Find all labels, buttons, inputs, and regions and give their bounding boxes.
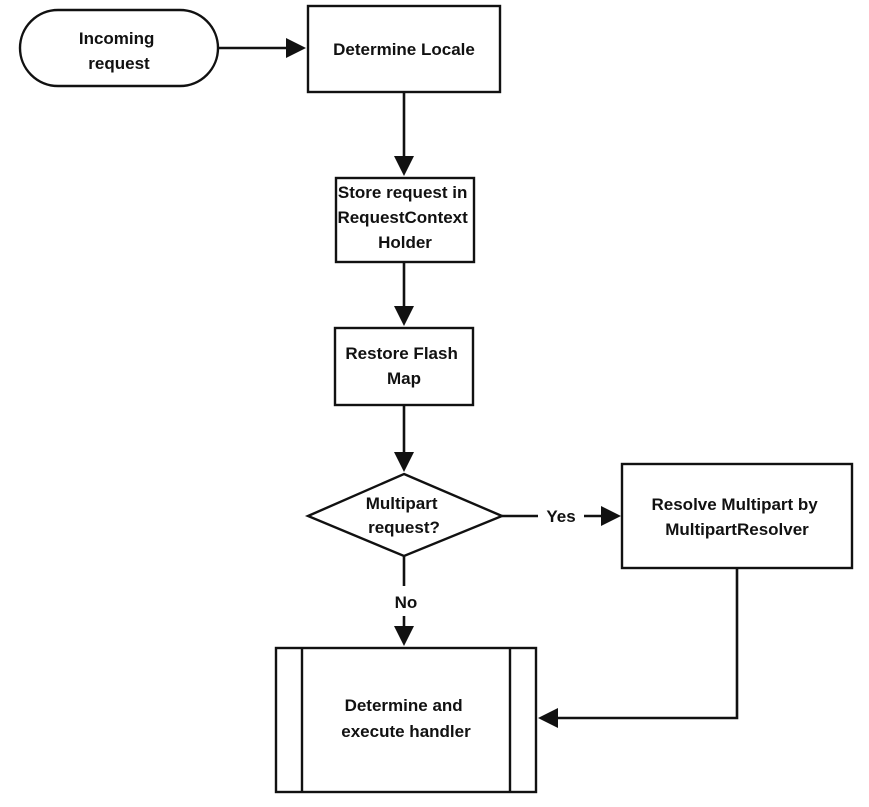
node-locale-line-1: Determine Locale	[333, 40, 475, 59]
node-store-line-3: Holder	[378, 233, 432, 252]
svg-text:Restore Flash Map: Restore Flash Map	[345, 344, 462, 388]
svg-text:Multipart request?: Multipart request?	[366, 494, 443, 537]
node-handler-line-1: Determine and	[345, 696, 463, 715]
edge-store-to-flashmap	[394, 262, 414, 326]
node-resolve-multipart: Resolve Multipart by MultipartResolver	[620, 462, 854, 570]
edge-label-yes: Yes	[546, 507, 575, 526]
node-multipart-line-2: request?	[368, 518, 440, 537]
node-multipart-decision: Multipart request?	[304, 472, 506, 558]
node-incoming-line-2: request	[88, 54, 150, 73]
node-store-line-1: Store request in	[338, 183, 467, 202]
svg-text:Incoming request: Incoming request	[79, 29, 159, 73]
svg-text:Determine Locale: Determine Locale	[333, 40, 475, 59]
node-resolve-line-2: MultipartResolver	[665, 520, 809, 539]
svg-text:Determine and execute ha: Determine and execute handler	[341, 696, 471, 741]
node-determine-execute-handler: Determine and execute handler	[274, 646, 538, 794]
edge-label-no: No	[395, 593, 418, 612]
node-incoming-line-1: Incoming	[79, 29, 155, 48]
edge-locale-to-store	[394, 92, 414, 176]
edge-incoming-to-locale	[218, 38, 306, 58]
svg-text:Store request in Request: Store request in RequestContext Holder	[337, 183, 472, 252]
edge-multipart-to-handler: No	[394, 556, 417, 646]
node-flashmap-line-1: Restore Flash	[345, 344, 457, 363]
node-flashmap-line-2: Map	[387, 369, 421, 388]
edge-multipart-to-resolve: Yes	[502, 506, 621, 526]
node-store-line-2: RequestContext	[337, 208, 468, 227]
node-incoming-request: Incoming request	[18, 8, 220, 88]
node-determine-locale: Determine Locale	[306, 4, 502, 94]
node-multipart-line-1: Multipart	[366, 494, 438, 513]
node-store-request: Store request in RequestContext Holder	[334, 176, 476, 264]
edge-resolve-to-handler	[538, 568, 739, 728]
node-restore-flash-map: Restore Flash Map	[333, 326, 475, 407]
node-handler-line-2: execute handler	[341, 722, 471, 741]
node-resolve-line-1: Resolve Multipart by	[652, 495, 819, 514]
svg-text:Resolve Multipart by Mul: Resolve Multipart by MultipartResolver	[652, 495, 823, 539]
edge-flashmap-to-multipart	[394, 405, 414, 472]
